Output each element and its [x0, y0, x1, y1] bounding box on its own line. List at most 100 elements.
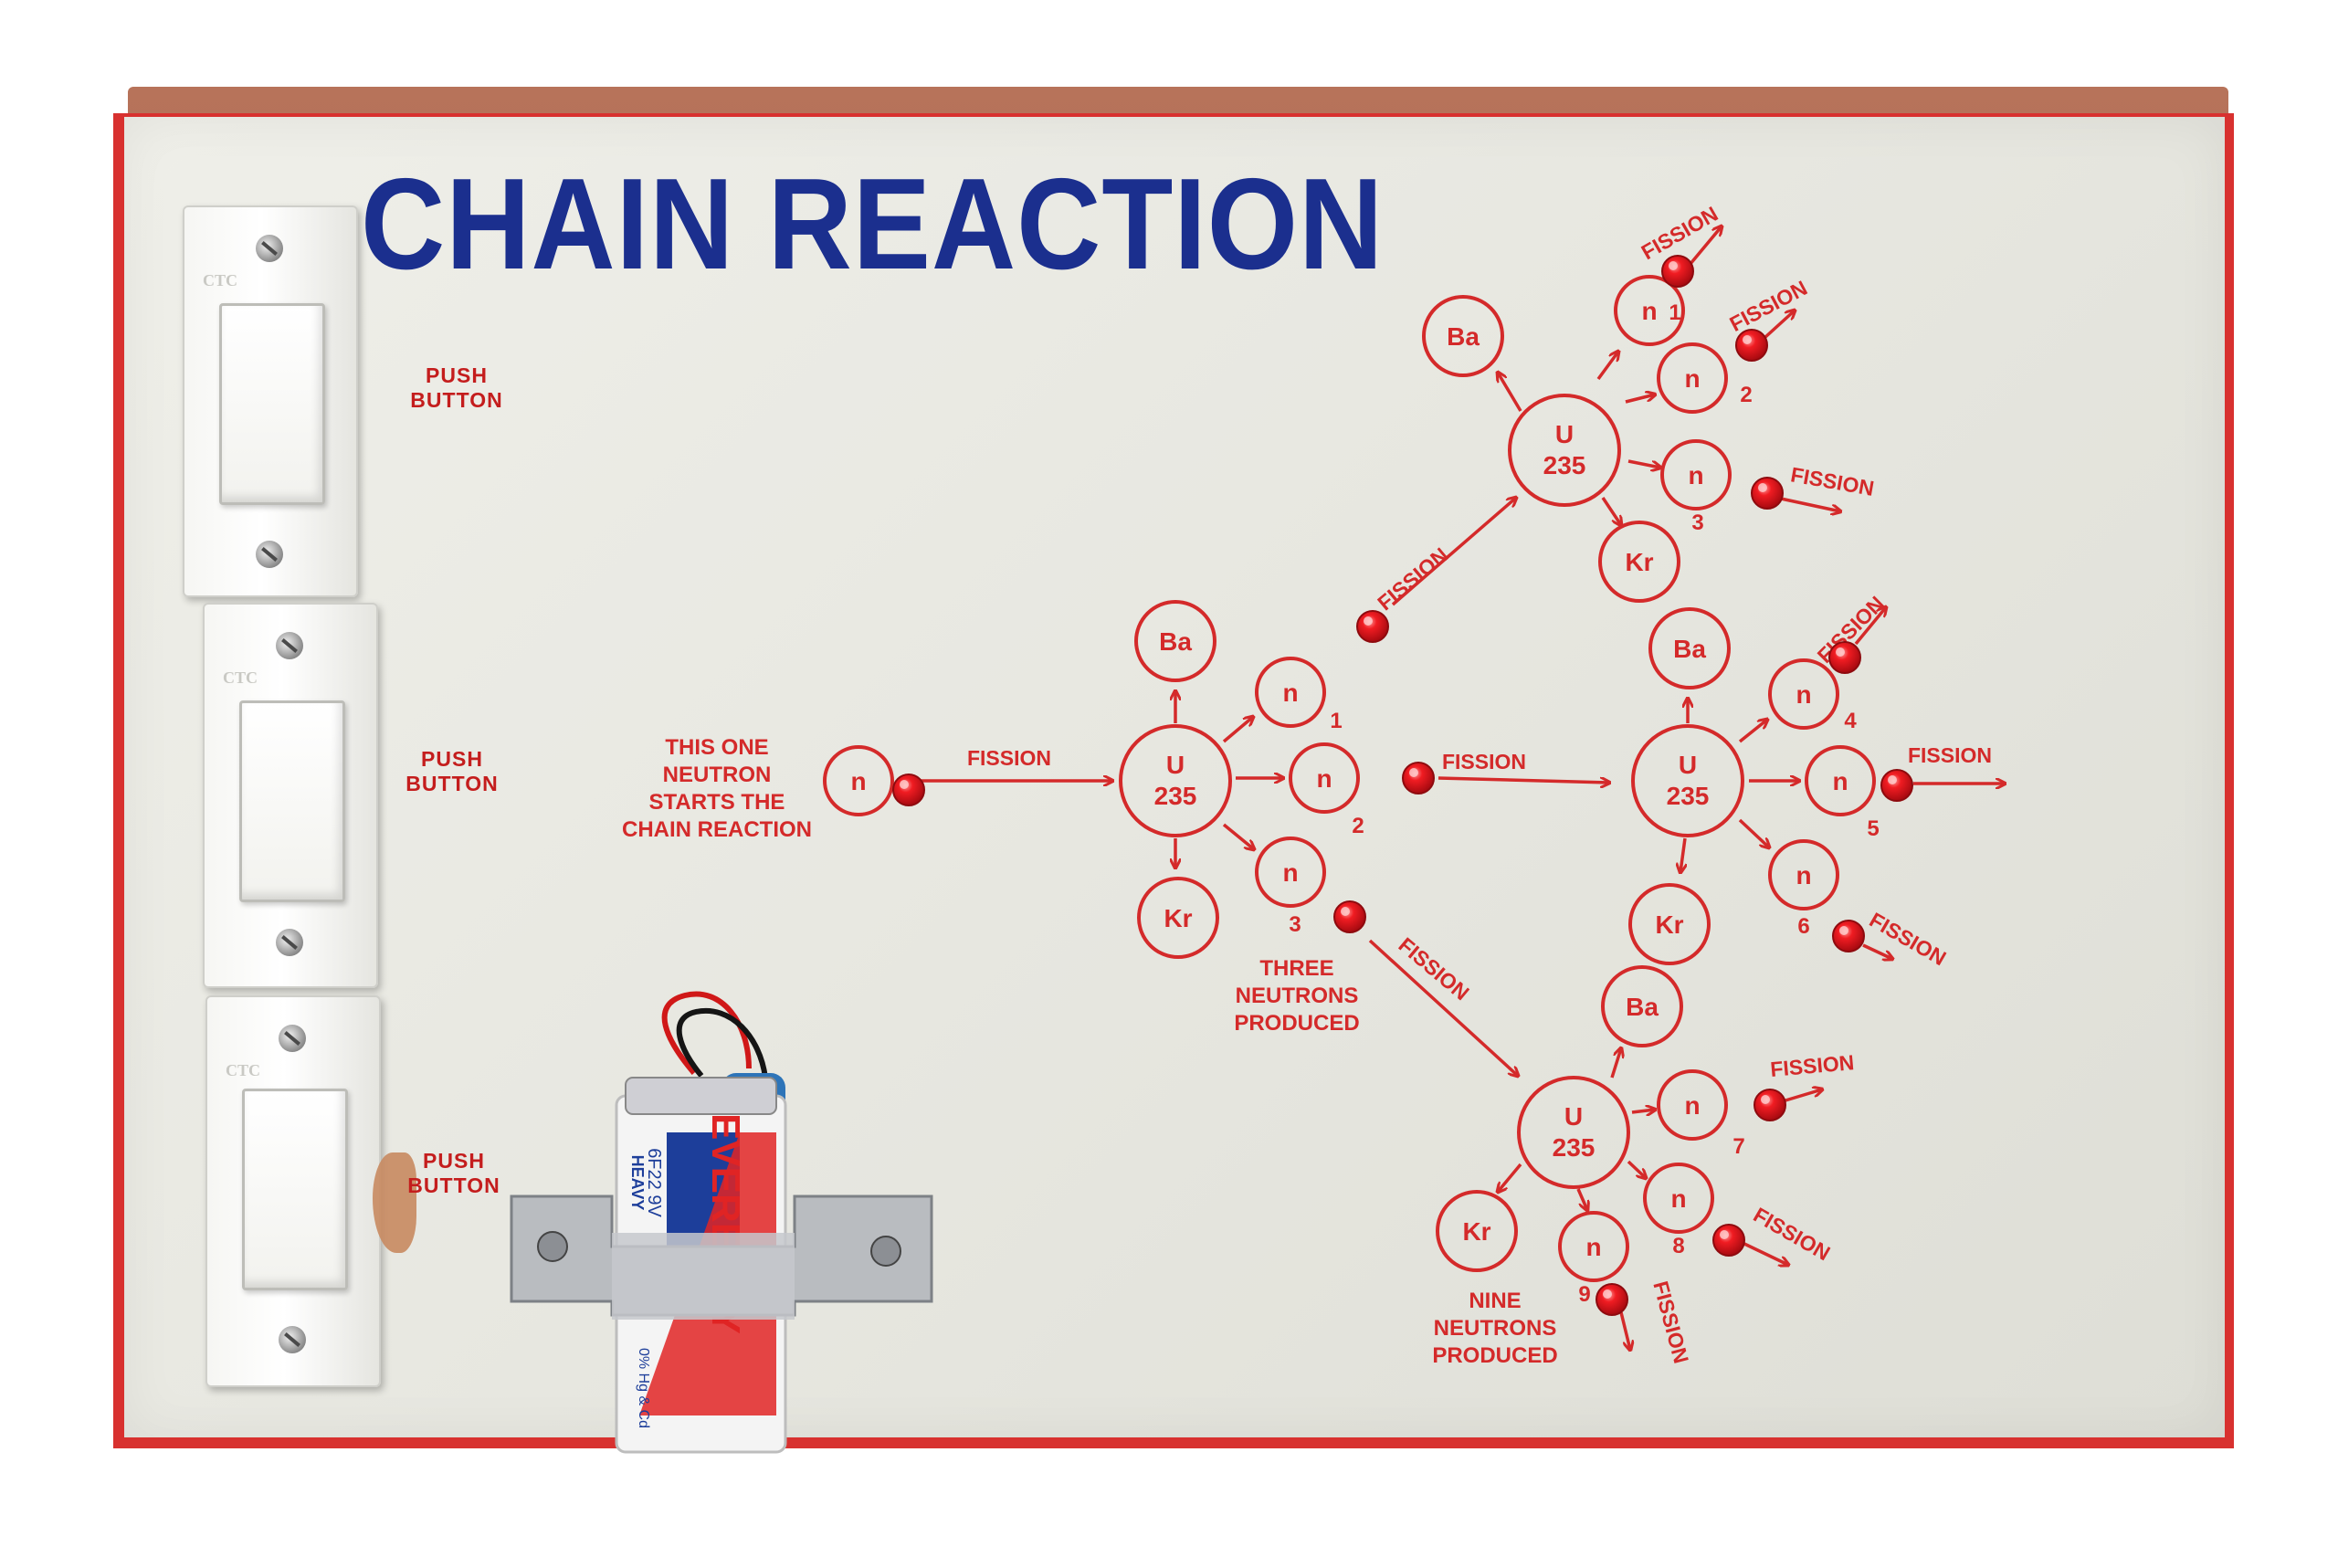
- arrow-branch-bottom: [1368, 939, 1518, 1076]
- led-highlight: [1720, 1230, 1729, 1239]
- battery-assembly: EVEREADY 6F22 9V HEAVY 0% Hg & Cd: [502, 986, 941, 1461]
- led-highlight: [1761, 1095, 1770, 1104]
- arrow-u4-n1: [1631, 1110, 1655, 1112]
- arrow-branch-middle: [1438, 776, 1609, 783]
- neutron-circle: [1768, 658, 1839, 730]
- arrow-out-2: [1763, 310, 1795, 340]
- led-layer: [892, 255, 1913, 1316]
- arrow-u1-n3: [1222, 823, 1254, 849]
- start-caption-line2: NEUTRON: [663, 763, 772, 787]
- arrow-u2-ba: [1498, 373, 1522, 412]
- uranium-circle: [1119, 724, 1232, 837]
- led-indicator: [1333, 900, 1366, 933]
- barium-circle: [1134, 600, 1216, 682]
- rocker-button[interactable]: [219, 303, 325, 505]
- uranium-circle: [1508, 394, 1621, 507]
- fission-label: FISSION: [1726, 276, 1811, 336]
- fission-label: FISSION: [1648, 1279, 1693, 1366]
- battery-terminals: [625, 1077, 777, 1115]
- neutron-symbol: n: [1282, 858, 1298, 887]
- neutron-number: 3: [1289, 912, 1301, 937]
- neutron-number: 4: [1844, 709, 1857, 733]
- three-caption-line3: PRODUCED: [1234, 1011, 1359, 1036]
- black-wire: [676, 1007, 768, 1079]
- krypton-circle: [1628, 883, 1711, 965]
- arrow-out-9: [1619, 1311, 1630, 1350]
- neutron-symbol: n: [850, 767, 866, 795]
- neutron-circle: [1657, 1069, 1728, 1141]
- push-switch-2[interactable]: CTC: [203, 603, 378, 988]
- screw-icon: [279, 1025, 306, 1052]
- barium-circle: [1422, 295, 1504, 377]
- neutron-symbol: n: [1796, 680, 1811, 709]
- arrow-out-1: [1688, 226, 1722, 267]
- push-switch-3[interactable]: CTC: [205, 995, 381, 1387]
- krypton-circle: [1436, 1190, 1518, 1272]
- start-caption-line4: CHAIN REACTION: [622, 817, 812, 842]
- neutron-circle: [1255, 837, 1326, 908]
- neutron-circle: [823, 745, 894, 816]
- neutron-symbol: n: [1316, 764, 1332, 793]
- neutron-number: 6: [1797, 914, 1809, 939]
- start-caption-line1: THIS ONE: [665, 735, 768, 760]
- arrow-out-4: [1854, 607, 1886, 646]
- neutron-circle: [1255, 657, 1326, 728]
- battery-illustration: EVEREADY 6F22 9V HEAVY 0% Hg & Cd: [510, 991, 933, 1454]
- barium-symbol: Ba: [1447, 322, 1480, 351]
- fission-label: FISSION: [1395, 932, 1474, 1005]
- neutron-circle: [1768, 839, 1839, 910]
- uranium-mass: 235: [1553, 1133, 1596, 1162]
- neutron-number: 7: [1732, 1134, 1744, 1159]
- led-indicator: [1735, 329, 1768, 362]
- led-indicator: [1754, 1089, 1786, 1121]
- led-highlight: [1669, 261, 1678, 270]
- arrow-out-7: [1785, 1089, 1822, 1102]
- neutron-circle: [1643, 1163, 1714, 1234]
- screw-icon: [870, 1236, 901, 1267]
- fission-label: FISSION: [1373, 542, 1452, 615]
- push-label-line2: BUTTON: [407, 1173, 500, 1197]
- barium-circle: [1601, 965, 1683, 1047]
- fission-label: FISSION: [1638, 202, 1722, 265]
- neutron-number: 2: [1740, 383, 1752, 407]
- fission-label: FISSION: [1750, 1203, 1835, 1266]
- led-highlight: [1341, 907, 1350, 916]
- arrow-u4-kr: [1498, 1163, 1522, 1192]
- battery-model: 6F22 9V: [644, 1148, 664, 1217]
- nine-caption-line2: NEUTRONS: [1434, 1316, 1557, 1341]
- arrow-out-6: [1862, 943, 1892, 959]
- atom-layer: nU235BaKrnnnU235BaKrnnnU235BaKrnnnU235Ba…: [823, 275, 1876, 1282]
- push-label-line1: PUSH: [426, 363, 488, 387]
- krypton-symbol: Kr: [1164, 904, 1192, 932]
- led-indicator: [1712, 1224, 1745, 1257]
- switch-brand: CTC: [223, 668, 258, 687]
- push-switch-1[interactable]: CTC: [183, 205, 358, 597]
- neutron-number: 2: [1352, 814, 1364, 838]
- screw-icon: [276, 929, 303, 956]
- arrow-u4-n3: [1576, 1188, 1587, 1210]
- krypton-symbol: Kr: [1655, 910, 1683, 939]
- arrow-u2-n3: [1627, 459, 1660, 468]
- arrow-out-3: [1780, 497, 1840, 511]
- rocker-button[interactable]: [239, 700, 345, 902]
- fission-label: FISSION: [1789, 462, 1876, 500]
- neutron-symbol: n: [1641, 297, 1657, 325]
- led-highlight: [1743, 335, 1752, 344]
- neutron-circle: [1805, 745, 1876, 816]
- neutron-number: 5: [1867, 816, 1879, 841]
- krypton-symbol: Kr: [1462, 1217, 1490, 1246]
- screw-icon: [279, 1326, 306, 1353]
- screw-icon: [276, 632, 303, 659]
- wood-chip: [373, 1152, 416, 1253]
- neutron-symbol: n: [1796, 861, 1811, 889]
- krypton-circle: [1598, 521, 1680, 603]
- uranium-symbol: U: [1555, 420, 1574, 448]
- push-label-line2: BUTTON: [410, 388, 503, 412]
- uranium-mass: 235: [1154, 782, 1197, 810]
- arrow-u3-n1: [1738, 720, 1767, 743]
- rocker-button[interactable]: [242, 1089, 348, 1290]
- barium-circle: [1648, 607, 1731, 689]
- barium-symbol: Ba: [1626, 993, 1659, 1021]
- uranium-symbol: U: [1166, 751, 1185, 779]
